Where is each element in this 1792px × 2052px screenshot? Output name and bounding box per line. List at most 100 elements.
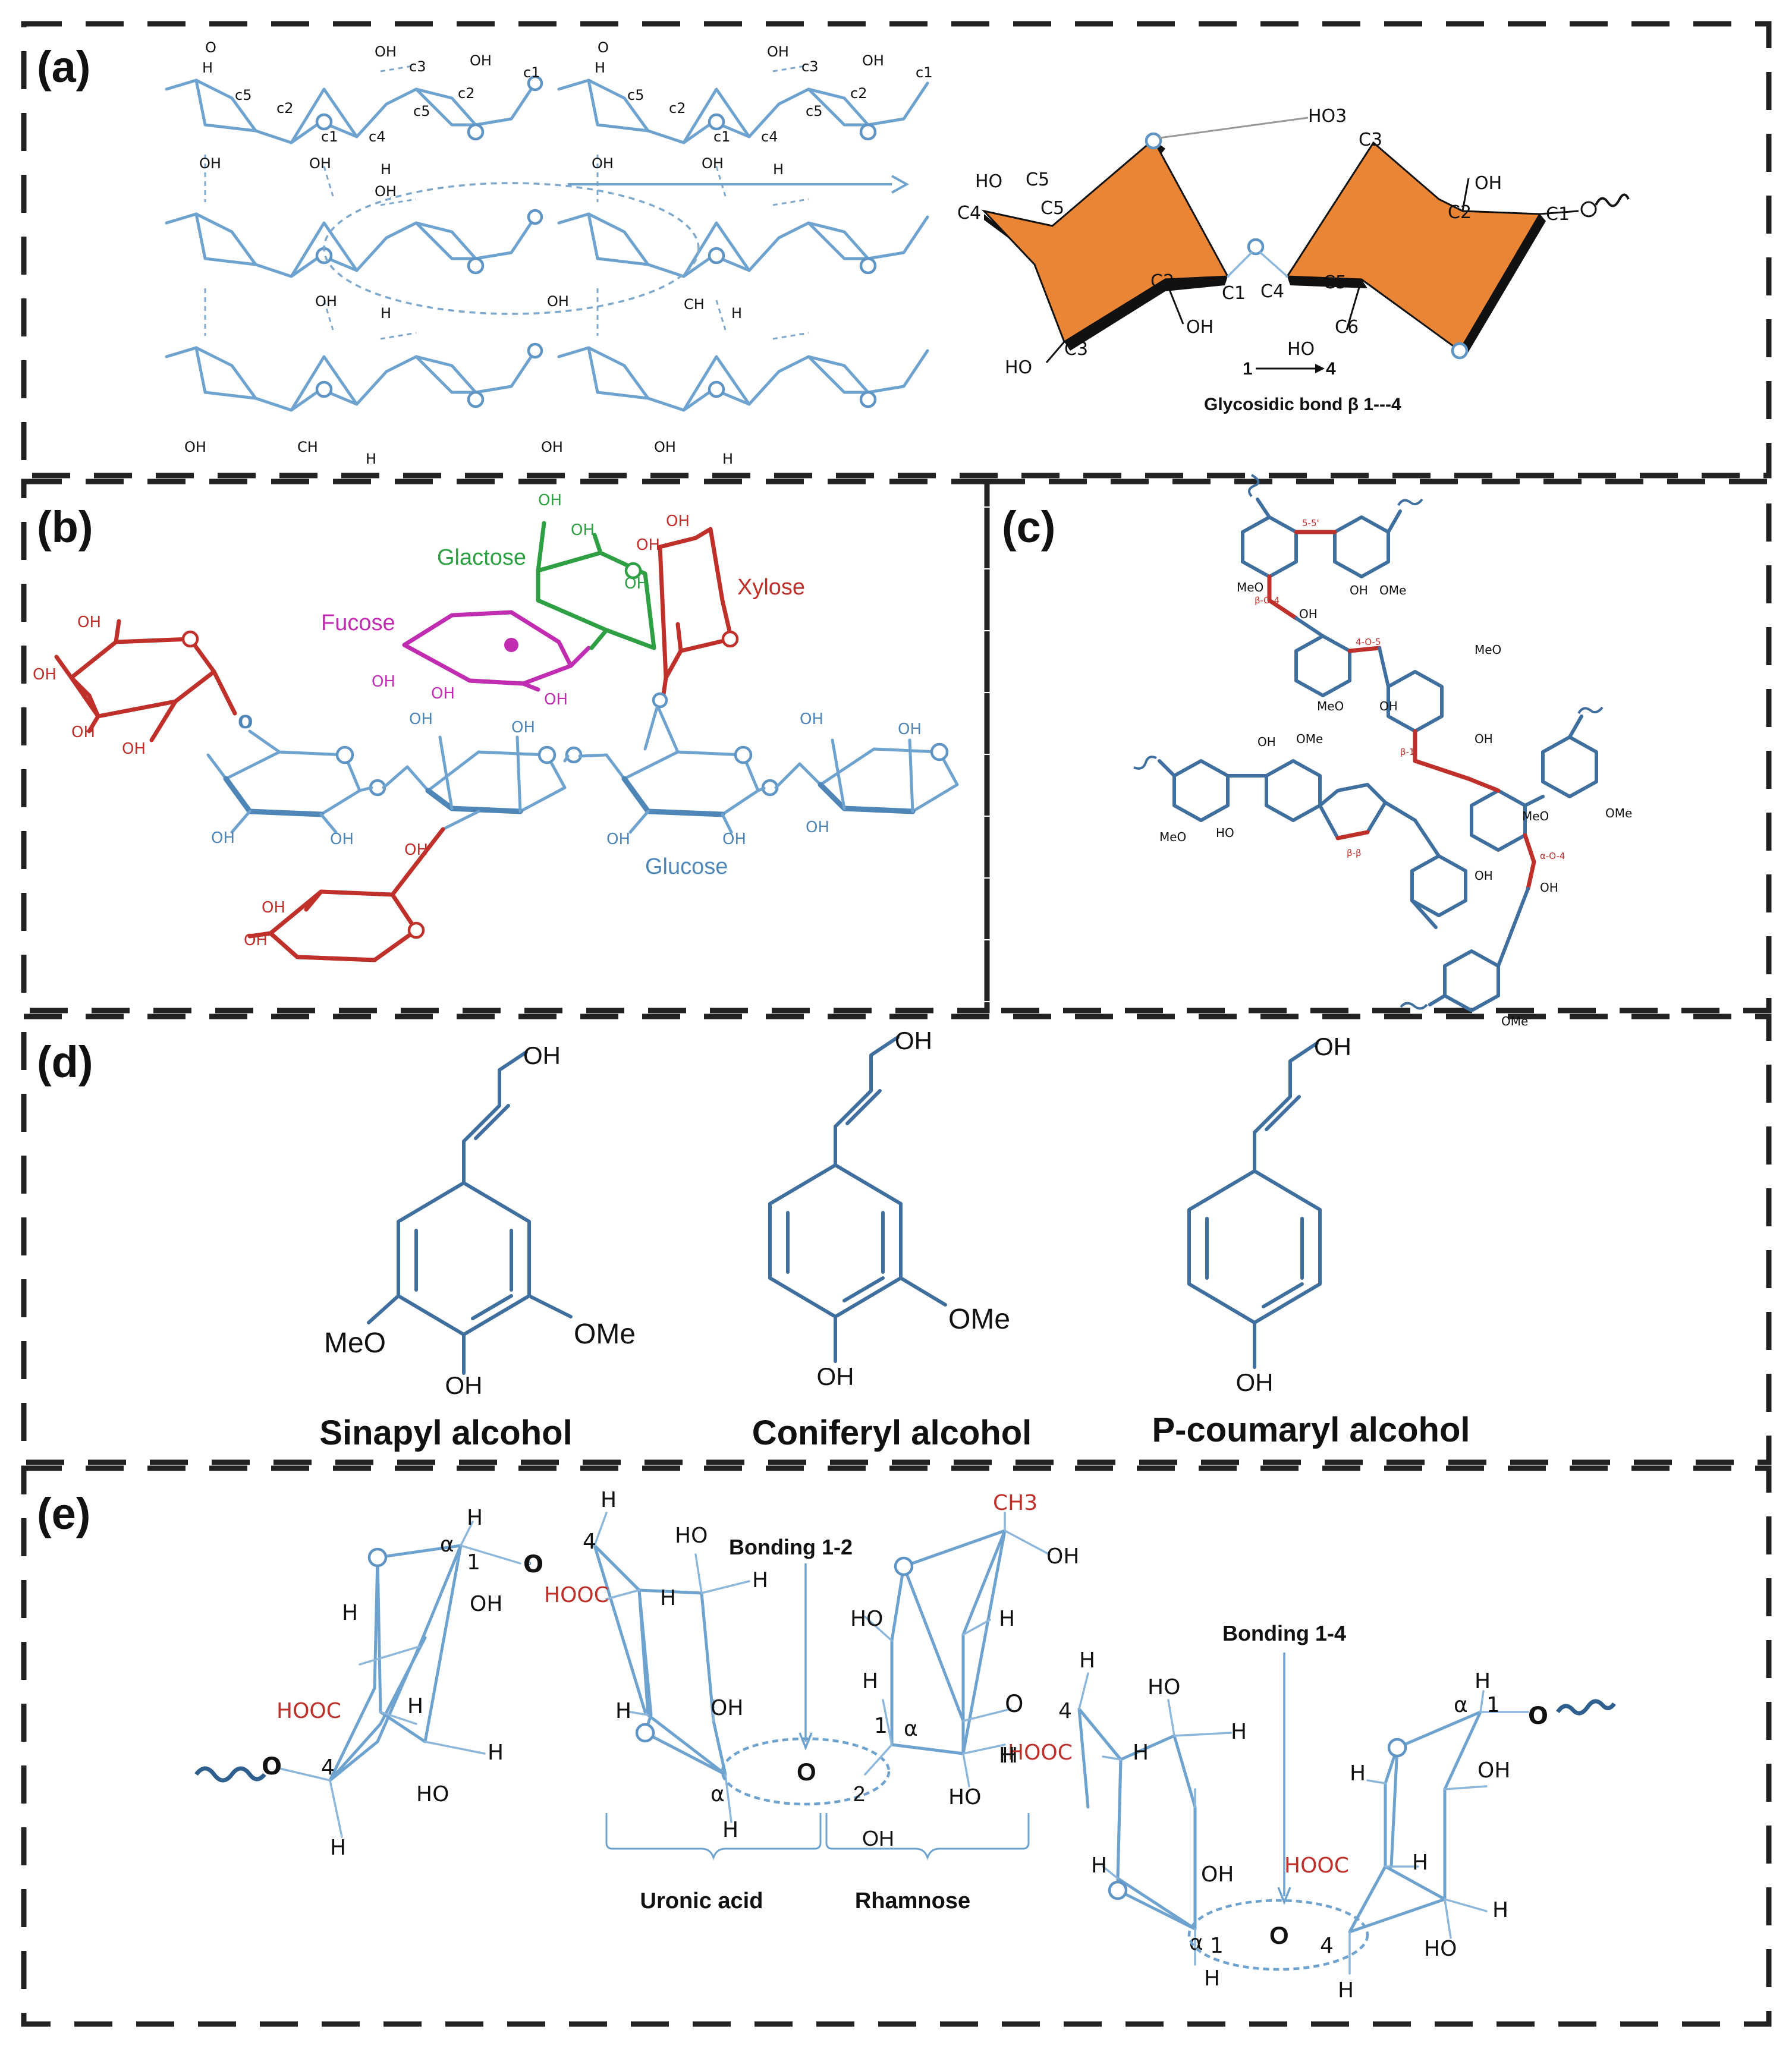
atom-label: c5 — [627, 87, 644, 103]
atom-label: OH — [1475, 732, 1493, 746]
atom-label: O — [1528, 1702, 1548, 1730]
pectin-ring-1: H α 1 O H OH HOOC H H O 4 HO H — [194, 1506, 543, 1860]
atom-label: HO — [1424, 1937, 1457, 1961]
zoom-arrow — [568, 175, 910, 194]
panel-d-tag: (d) — [37, 1037, 93, 1087]
glucose-dimer-chairs: HO3 C3 HO C5 C5 C4 OH C2 C1 C2 C1 C4 C5 … — [957, 106, 1630, 414]
atom-label: C1 — [1546, 204, 1570, 225]
atom-label: HO — [1216, 826, 1234, 840]
panel-a: (a) — [37, 39, 1630, 467]
atom-label: OH — [592, 155, 614, 172]
atom-label: β-β — [1347, 848, 1362, 858]
atom-label: 1 — [467, 1550, 480, 1575]
atom-label: H — [1231, 1720, 1247, 1744]
atom-label: OH — [262, 899, 285, 917]
atom-label: c4 — [369, 128, 385, 145]
bond-direction-arrow: 1 4 — [1243, 359, 1336, 379]
dimer-atom-labels: HO3 C3 HO C5 C5 C4 OH C2 C1 C2 C1 C4 C5 … — [957, 106, 1570, 378]
atom-label: H — [722, 451, 733, 467]
atom-label: c3 — [801, 58, 818, 75]
atom-label: OH — [244, 931, 268, 949]
fucose-sugar: OH OH OH Fucose — [321, 610, 591, 709]
atom-label: OH — [1475, 868, 1493, 883]
atom-label: H — [595, 59, 605, 76]
right-chair-ring — [1285, 141, 1542, 353]
left-chair-ring — [981, 138, 1230, 344]
atom-label: H — [999, 1743, 1015, 1768]
atom-label: OH — [624, 575, 648, 593]
atom-label: OH — [1236, 1368, 1274, 1396]
atom-label: CH3 — [993, 1491, 1038, 1515]
cellulose-row-2 — [165, 209, 929, 278]
atom-label: OH — [541, 439, 563, 455]
atom-label: H — [342, 1601, 358, 1625]
left-ring-oxygen — [1145, 132, 1162, 150]
atom-label: OH — [1046, 1544, 1079, 1569]
atom-label: OH — [122, 740, 146, 758]
atom-label: c2 — [276, 100, 293, 117]
atom-label: OH — [722, 830, 746, 848]
atom-label: OMe — [574, 1318, 636, 1350]
p-coumaryl-alcohol-name: P-coumaryl alcohol — [1152, 1411, 1470, 1449]
atom-label: H — [1492, 1898, 1508, 1922]
atom-label: C5 — [1323, 272, 1347, 293]
atom-label: C3 — [1064, 339, 1088, 360]
atom-label: H — [601, 1488, 617, 1512]
atom-label: OH — [1475, 173, 1502, 194]
atom-label: HO — [416, 1782, 449, 1806]
atom-label: C3 — [1359, 130, 1382, 150]
atom-label: H — [1079, 1648, 1095, 1673]
coniferyl-alcohol-name: Coniferyl alcohol — [752, 1414, 1032, 1452]
atom-label: HO — [1287, 339, 1315, 360]
atom-label: CH — [297, 439, 318, 455]
atom-label: OH — [895, 1027, 932, 1055]
atom-label: OH — [538, 492, 562, 509]
atom-label: H — [1412, 1850, 1428, 1875]
atom-label: OH — [184, 439, 206, 455]
panel-a-tag: (a) — [37, 42, 90, 92]
atom-label: C5 — [1040, 198, 1064, 219]
atom-label: c1 — [916, 64, 932, 81]
atom-label: OH — [1257, 735, 1276, 749]
panel-c: (c) — [1002, 474, 1632, 1028]
atom-label: c2 — [850, 85, 867, 102]
atom-label: H — [1133, 1741, 1149, 1765]
atom-label: α — [1189, 1931, 1203, 1955]
cellulose-chain-network: O H c5 c2 c1 OH c3 OH c2 c1 c4 c5 OH OH … — [165, 39, 932, 467]
atom-label: OMe — [1501, 1014, 1528, 1028]
atom-label: OH — [375, 43, 397, 60]
cellulose-row-3 — [165, 342, 929, 412]
atom-label: HOOC — [276, 1699, 341, 1723]
atom-label: H — [1350, 1761, 1366, 1786]
atom-label: OH — [1379, 699, 1398, 713]
glycosidic-oxygen — [1247, 238, 1265, 256]
monomer-p-coumaryl: OH OH P-coumaryl alcohol — [1152, 1033, 1470, 1449]
atom-label: H — [488, 1741, 504, 1765]
atom-label: 5-5' — [1302, 518, 1319, 528]
atom-label: 1 — [1486, 1693, 1500, 1717]
atom-label: OH — [1314, 1033, 1351, 1060]
atom-label: OH — [710, 1696, 743, 1720]
atom-label: c3 — [409, 58, 426, 75]
atom-label: OH — [330, 830, 354, 848]
rhamnose-label: Rhamnose — [855, 1889, 970, 1913]
pectin-ring-rhamnose: CH3 OH H HO H 1 α O H HO — [850, 1491, 1079, 1809]
frame-panel-c — [984, 479, 1772, 1014]
atom-label: O — [1005, 1691, 1023, 1718]
atom-label: OH — [372, 673, 395, 691]
atom-label: c2 — [458, 85, 474, 102]
atom-label: β-O-4 — [1255, 595, 1279, 606]
lignin-network: MeO OH OMe OH MeO MeO OH OH MeO OMe OH O… — [1133, 474, 1632, 1028]
atom-label: 2 — [853, 1782, 865, 1806]
fucose-label: Fucose — [321, 610, 395, 635]
bond-1-2-ellipse — [721, 1737, 891, 1806]
atom-label: HOOC — [1284, 1853, 1349, 1878]
atom-label: OH — [315, 293, 337, 310]
atom-label: H — [722, 1818, 738, 1842]
atom-label: MeO — [1522, 809, 1549, 823]
atom-label: OH — [1201, 1862, 1234, 1887]
galactose-sugar: OH OH OH Glactose — [437, 492, 656, 650]
atom-label: OH — [1186, 317, 1213, 338]
atom-label: H — [381, 305, 391, 322]
